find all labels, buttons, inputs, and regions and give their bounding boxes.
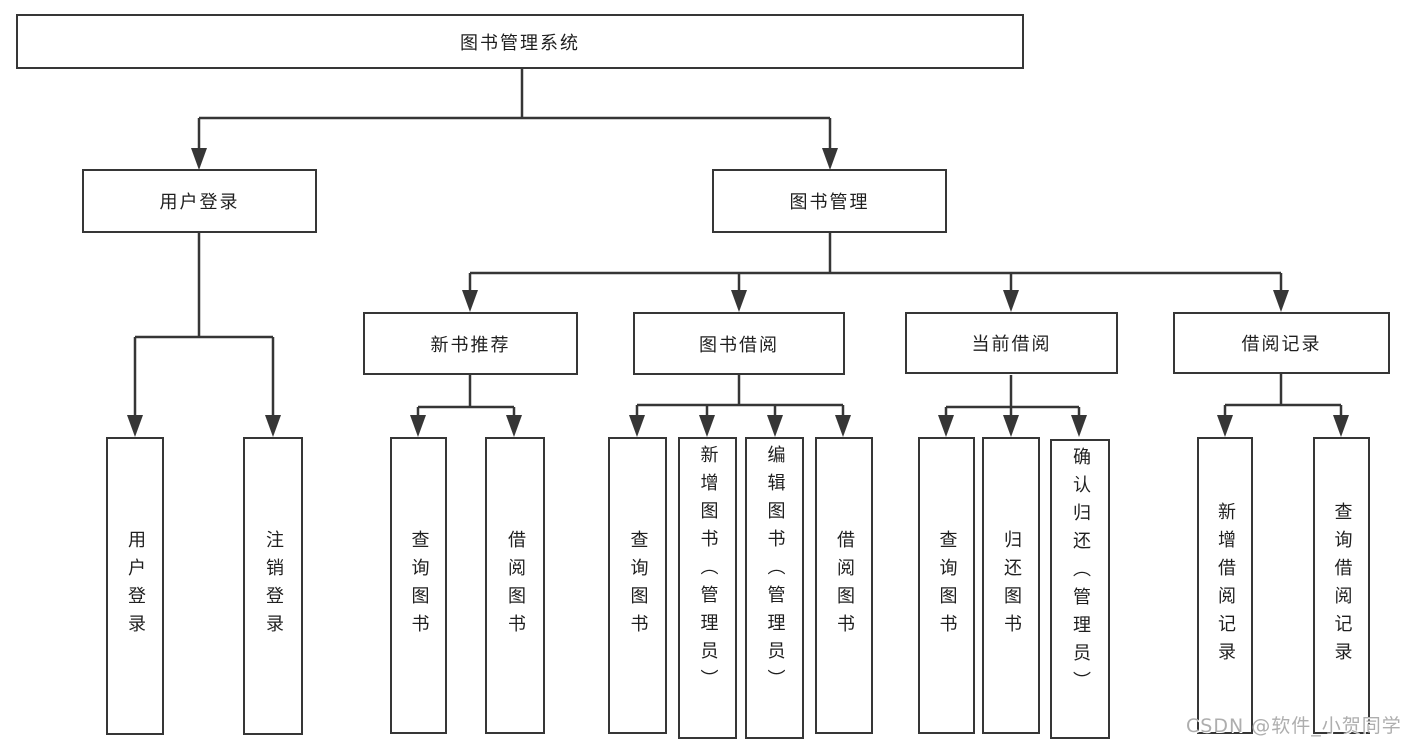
leaf-edit-book-admin: 编辑图书（管理员） xyxy=(745,437,804,739)
leaf-borrow-books-1: 借阅图书 xyxy=(485,437,545,734)
node-current-borrow: 当前借阅 xyxy=(905,312,1118,374)
leaf-query-books-1: 查询图书 xyxy=(390,437,447,734)
leaf-query-borrow-record: 查询借阅记录 xyxy=(1313,437,1370,734)
leaf-confirm-return-admin: 确认归还（管理员） xyxy=(1050,439,1110,739)
leaf-add-book-admin: 新增图书（管理员） xyxy=(678,437,737,739)
node-user-login: 用户登录 xyxy=(82,169,317,233)
leaf-user-login: 用户登录 xyxy=(106,437,164,735)
leaf-add-borrow-record: 新增借阅记录 xyxy=(1197,437,1253,734)
leaf-borrow-books-2: 借阅图书 xyxy=(815,437,873,734)
leaf-logout: 注销登录 xyxy=(243,437,303,735)
node-book-borrow: 图书借阅 xyxy=(633,312,845,375)
node-borrow-records: 借阅记录 xyxy=(1173,312,1390,374)
leaf-query-books-3: 查询图书 xyxy=(918,437,975,734)
root-node: 图书管理系统 xyxy=(16,14,1024,69)
leaf-query-books-2: 查询图书 xyxy=(608,437,667,734)
node-new-book-recommend: 新书推荐 xyxy=(363,312,578,375)
node-book-management: 图书管理 xyxy=(712,169,947,233)
csdn-watermark: CSDN @软件_小贺同学 xyxy=(1186,715,1402,737)
leaf-return-books: 归还图书 xyxy=(982,437,1040,734)
